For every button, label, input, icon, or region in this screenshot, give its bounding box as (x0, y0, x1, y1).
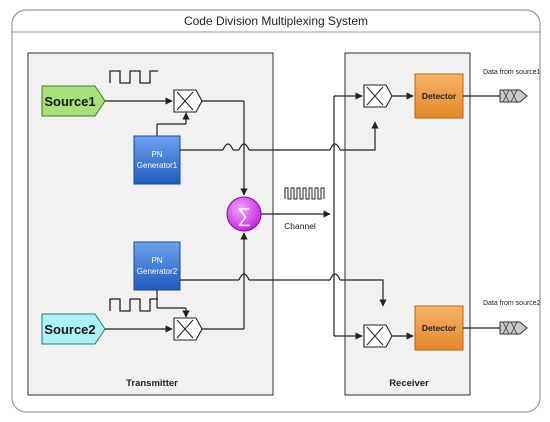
pn-generator1-line2: Generator1 (137, 161, 178, 170)
receiver-label: Receiver (389, 378, 429, 389)
output1-label: Data from source1 (483, 69, 541, 76)
spread-signal-icon (284, 187, 325, 200)
multiplier-icon (363, 324, 393, 348)
multiplier-icon (363, 84, 393, 108)
output-connector-icon (499, 89, 528, 103)
output-connector-icon (499, 321, 528, 335)
source1-label: Source1 (44, 94, 95, 109)
pn-generator2-line1: PN (151, 256, 162, 265)
square-wave-icon (109, 298, 158, 312)
summer-icon: ∑ (226, 196, 262, 232)
summer-symbol: ∑ (237, 205, 251, 227)
detector2-block: Detector (414, 305, 464, 351)
pn-generator1-block: PN Generator1 (133, 135, 181, 185)
detector2-label: Detector (422, 323, 457, 333)
source2-label: Source2 (44, 322, 95, 337)
pn-generator1-line1: PN (151, 150, 162, 159)
multiplier-icon (173, 317, 203, 341)
detector1-block: Detector (414, 73, 464, 119)
source1-block: Source1 (41, 85, 106, 117)
source2-block: Source2 (41, 313, 106, 345)
detector1-label: Detector (422, 91, 457, 101)
square-wave-icon (109, 70, 158, 84)
channel-label: Channel (284, 221, 316, 231)
pn-generator2-block: PN Generator2 (133, 241, 181, 291)
diagram-title: Code Division Multiplexing System (184, 14, 368, 28)
pn-generator2-line2: Generator2 (137, 267, 178, 276)
output2-label: Data from source2 (483, 300, 541, 307)
transmitter-label: Transmitter (126, 378, 178, 389)
multiplier-icon (173, 89, 203, 113)
